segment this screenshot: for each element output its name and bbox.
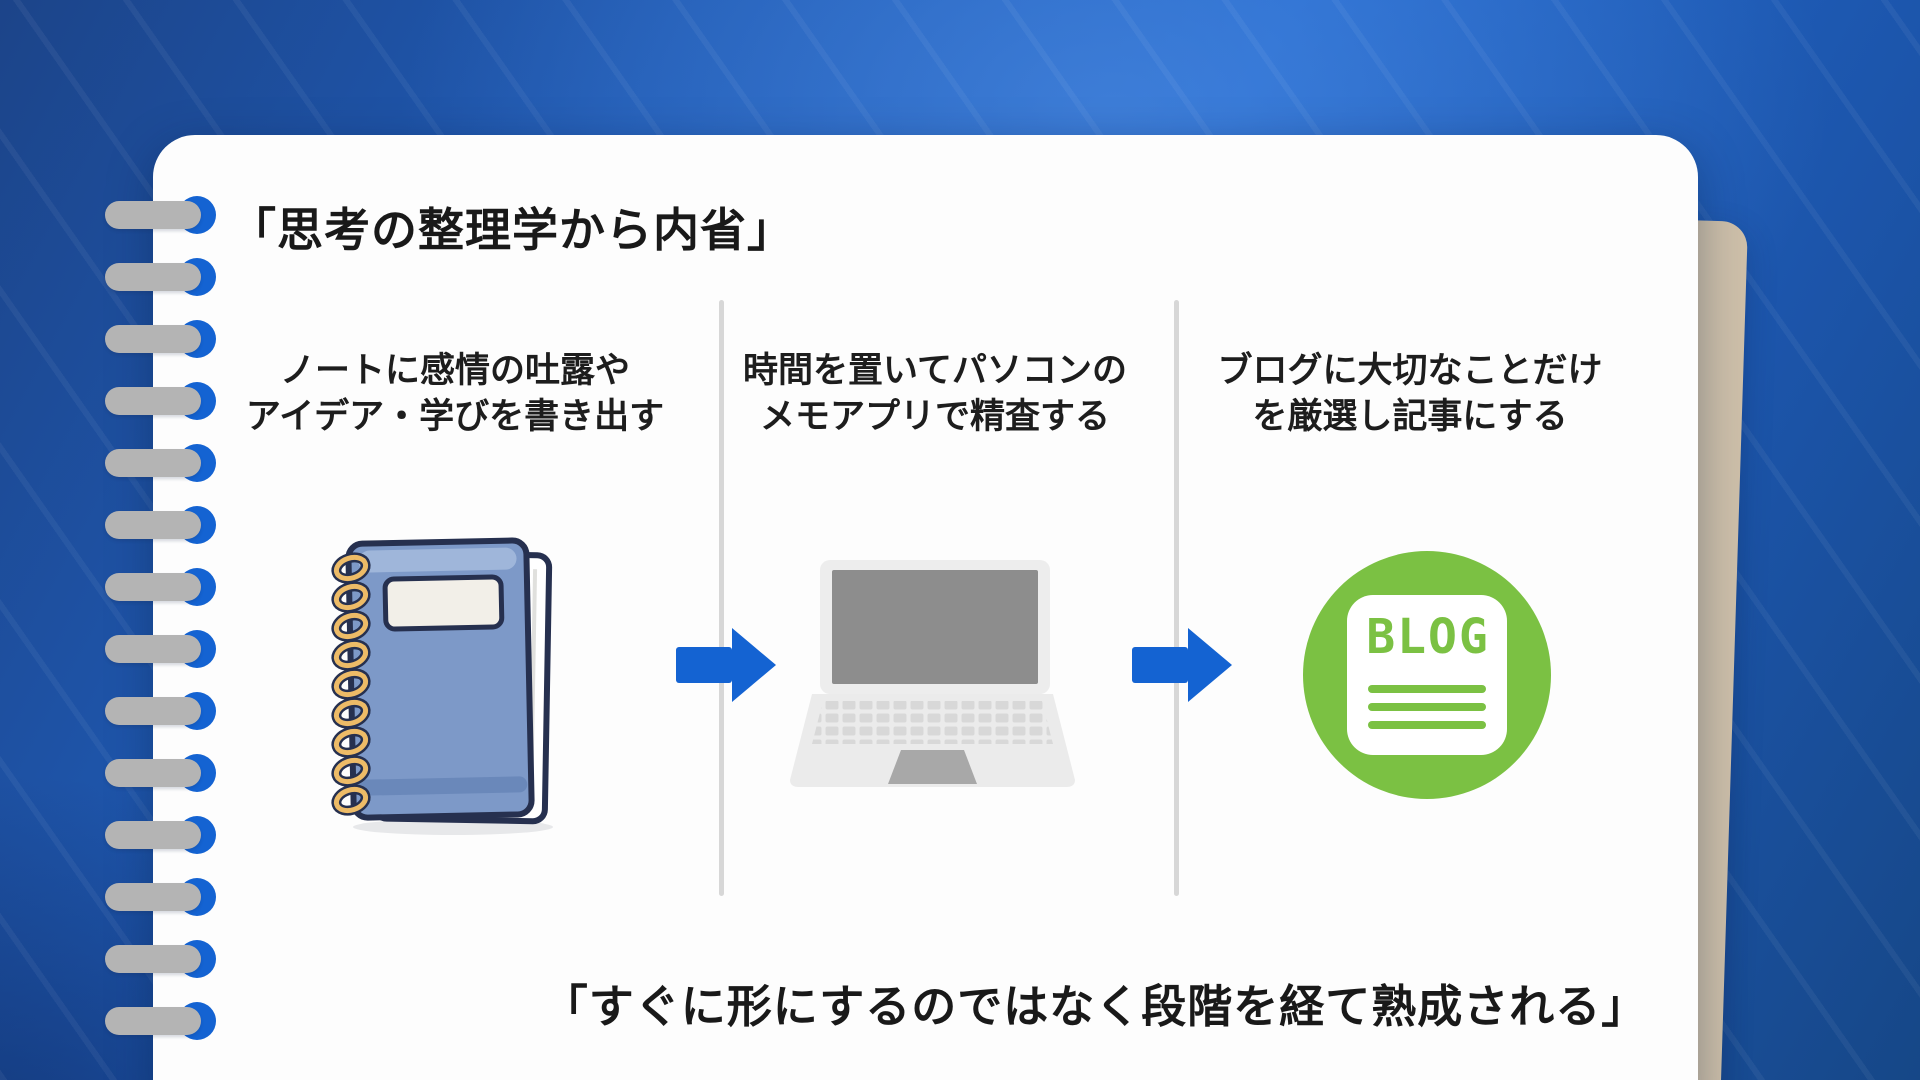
page-title: 「思考の整理学から内省」 [230, 205, 794, 256]
step-2-line-2: メモアプリで精査する [759, 397, 1110, 437]
binder-ring [105, 1002, 220, 1040]
ring-pill [105, 1007, 201, 1035]
arrow-head [732, 628, 776, 702]
binder-ring [105, 196, 220, 234]
ring-pill [105, 387, 201, 415]
blog-text-line [1368, 685, 1486, 693]
step-1-line-2: アイデア・学びを書き出す [245, 397, 665, 437]
arrow-head [1188, 628, 1232, 702]
step-1-line-1: ノートに感情の吐露や [279, 351, 630, 390]
ring-pill [105, 201, 201, 229]
ring-pill [105, 883, 201, 911]
spiral-binding [0, 0, 240, 1080]
binder-ring [105, 754, 220, 792]
column-divider-1 [719, 300, 724, 896]
step-3-line-1: ブログに大切なことだけ [1217, 351, 1603, 390]
blog-label: BLOG [1366, 609, 1490, 665]
ring-pill [105, 325, 201, 353]
step-1-label: ノートに感情の吐露や アイデア・学びを書き出す [205, 348, 705, 440]
binder-ring [105, 320, 220, 358]
binder-ring [105, 878, 220, 916]
binder-ring [105, 382, 220, 420]
binder-ring [105, 940, 220, 978]
step-2-line-1: 時間を置いてパソコンの [743, 351, 1127, 390]
binder-ring [105, 506, 220, 544]
binder-ring [105, 258, 220, 296]
binder-ring [105, 444, 220, 482]
ring-pill [105, 635, 201, 663]
ring-pill [105, 511, 201, 539]
blog-article-sheet: BLOG [1347, 595, 1507, 755]
notebook-icon [331, 537, 553, 835]
binder-ring [105, 692, 220, 730]
blog-text-line [1368, 703, 1486, 711]
spiral-rings [331, 552, 371, 816]
ring-pill [105, 449, 201, 477]
binder-ring [105, 816, 220, 854]
arrow-right-icon-2 [1132, 628, 1232, 702]
ring-pill [105, 697, 201, 725]
step-2-label: 時間を置いてパソコンの メモアプリで精査する [690, 348, 1180, 440]
blog-icon: BLOG [1303, 551, 1551, 799]
arrow-bar [676, 647, 732, 683]
ring-pill [105, 945, 201, 973]
bottom-quote: 「すぐに形にするのではなく段階を経て熟成される」 [542, 982, 1648, 1032]
ring-pill [105, 573, 201, 601]
binder-ring [105, 630, 220, 668]
ring-pill [105, 821, 201, 849]
step-3-line-2: を厳選し記事にする [1252, 397, 1568, 437]
column-divider-2 [1174, 300, 1179, 896]
arrow-right-icon-1 [676, 628, 776, 702]
laptop-icon [790, 560, 1075, 787]
arrow-bar [1132, 647, 1188, 683]
ring-pill [105, 263, 201, 291]
step-3-label: ブログに大切なことだけ を厳選し記事にする [1160, 348, 1660, 440]
blog-text-line [1368, 721, 1486, 729]
ring-pill [105, 759, 201, 787]
binder-ring [105, 568, 220, 606]
